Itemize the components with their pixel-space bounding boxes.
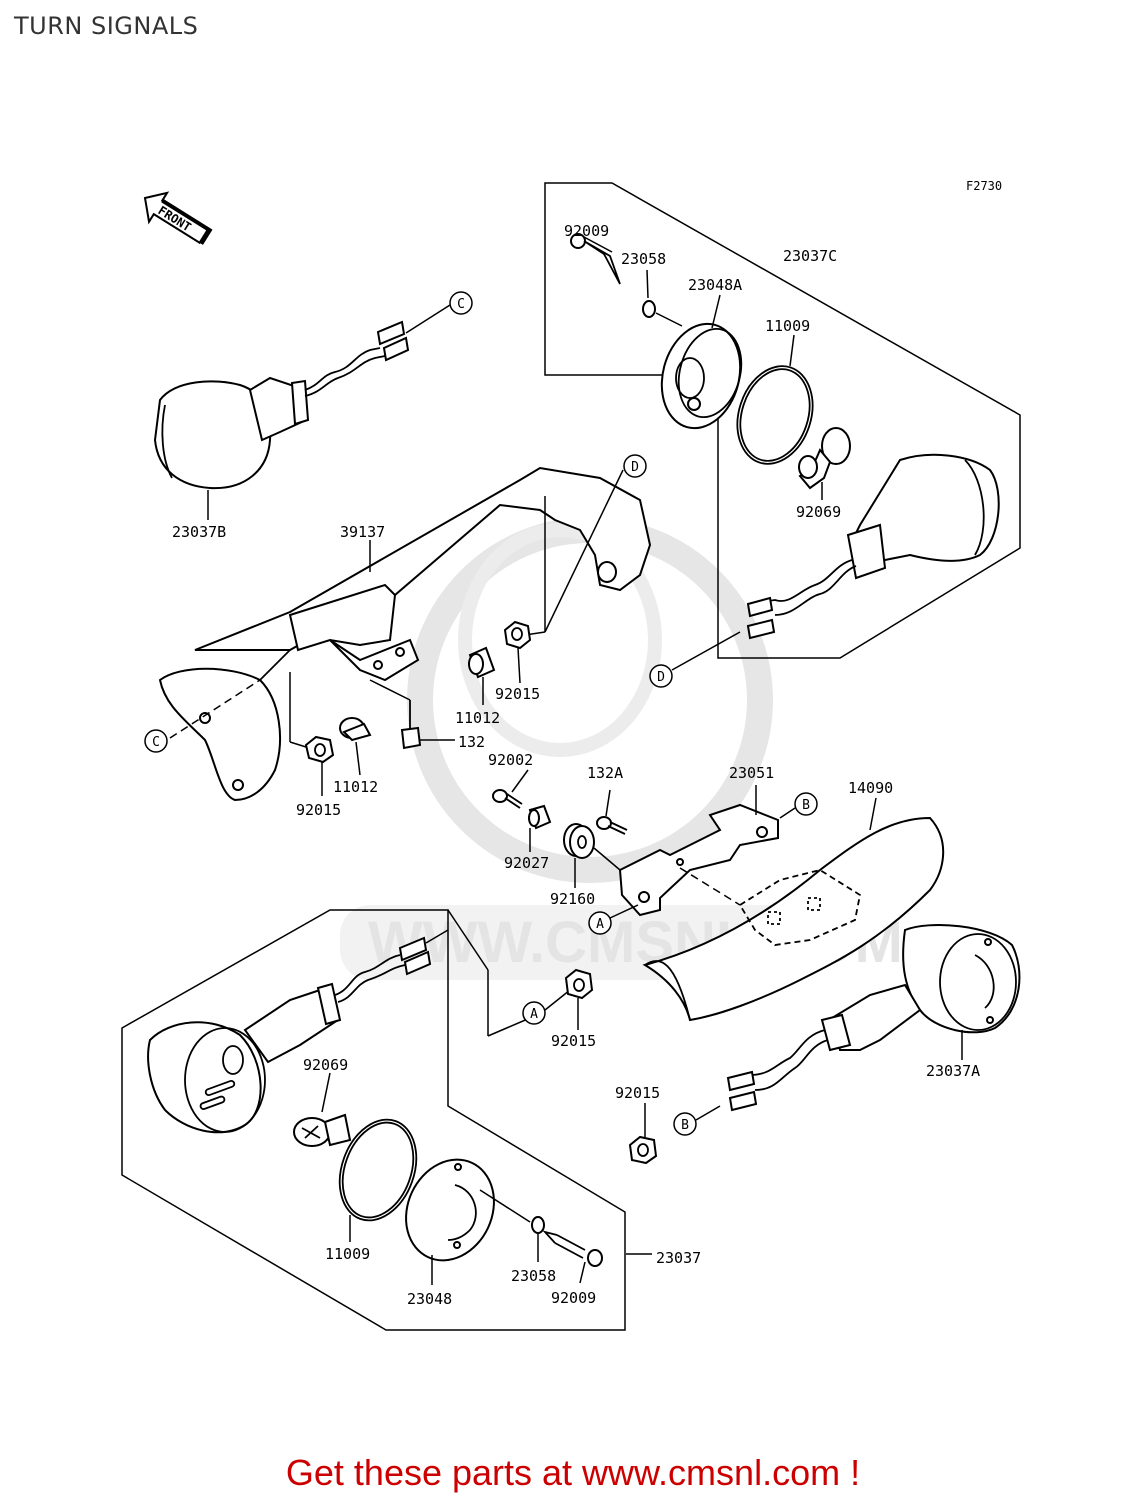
part-label: 14090 xyxy=(848,779,893,797)
oring-11009-bottom xyxy=(338,1118,418,1222)
nut-92015-left xyxy=(304,735,335,764)
svg-text:D: D xyxy=(631,460,639,475)
part-label: 11012 xyxy=(455,709,500,727)
part-label: 92009 xyxy=(551,1289,596,1307)
part-label: 11012 xyxy=(333,778,378,796)
lens-23048A xyxy=(660,322,743,430)
turn-signal-23037B xyxy=(153,320,410,490)
callout-b-upper: B xyxy=(794,792,818,816)
part-label: 92069 xyxy=(796,503,841,521)
bolt-92002 xyxy=(492,789,523,809)
callout-d-bottom: D xyxy=(649,664,673,688)
part-label: 92015 xyxy=(495,685,540,703)
bushing-11012-left xyxy=(339,717,372,742)
washer-23058-top xyxy=(642,300,656,318)
part-label: 132 xyxy=(458,733,485,751)
bracket-23051 xyxy=(618,803,779,917)
svg-text:B: B xyxy=(802,798,810,813)
bulb-92069-top xyxy=(798,427,851,490)
svg-text:A: A xyxy=(530,1007,538,1022)
page-title: TURN SIGNALS xyxy=(14,12,199,40)
svg-text:A: A xyxy=(596,917,604,932)
svg-text:D: D xyxy=(657,670,665,685)
part-label: 23037B xyxy=(172,523,226,541)
part-label: 23037A xyxy=(926,1062,980,1080)
part-label: 23051 xyxy=(729,764,774,782)
part-label: 23048 xyxy=(407,1290,452,1308)
fender-14090 xyxy=(642,816,945,1022)
part-label: 23058 xyxy=(621,250,666,268)
part-label: 92015 xyxy=(551,1032,596,1050)
callout-a-lower: A xyxy=(522,1001,546,1025)
figure-code: F2730 xyxy=(966,179,1002,193)
svg-text:B: B xyxy=(681,1118,689,1133)
front-arrow-icon: FRONT xyxy=(143,191,213,245)
bulb-92069-bottom xyxy=(293,1113,352,1147)
part-label: 23048A xyxy=(688,276,742,294)
part-label: 92009 xyxy=(564,222,609,240)
part-label: 92015 xyxy=(296,801,341,819)
nut-92015-lower xyxy=(564,968,594,1000)
callout-d-top: D xyxy=(623,454,647,478)
bolt-132 xyxy=(400,700,422,750)
screw-92009-top xyxy=(570,233,621,285)
part-label: 92027 xyxy=(504,854,549,872)
part-label: 92160 xyxy=(550,890,595,908)
bracket-39137 xyxy=(158,466,652,802)
part-label: 11009 xyxy=(765,317,810,335)
turn-signal-23037C xyxy=(746,453,1000,640)
callout-a-upper: A xyxy=(588,911,612,935)
part-label: 92002 xyxy=(488,751,533,769)
nut-92015-right xyxy=(628,1135,658,1165)
part-label: 132A xyxy=(587,764,623,782)
turn-signal-23037A xyxy=(726,924,1021,1112)
part-label: 23037 xyxy=(656,1249,701,1267)
part-label: 23058 xyxy=(511,1267,556,1285)
screw-92009-bottom xyxy=(542,1230,603,1267)
svg-text:C: C xyxy=(457,297,465,312)
nut-92015-center xyxy=(503,620,532,650)
lens-23048 xyxy=(405,1158,495,1262)
part-label: 11009 xyxy=(325,1245,370,1263)
part-label: 39137 xyxy=(340,523,385,541)
oring-11009-top xyxy=(736,365,814,465)
part-label: 23037C xyxy=(783,247,837,265)
get-parts-link[interactable]: Get these parts at www.cmsnl.com ! xyxy=(285,1452,861,1493)
part-label: 92069 xyxy=(303,1056,348,1074)
callout-c-left: C xyxy=(144,729,168,753)
damper-92160 xyxy=(563,823,595,859)
callout-b-lower: B xyxy=(673,1112,697,1136)
callout-c-top: C xyxy=(449,291,473,315)
part-label: 92015 xyxy=(615,1084,660,1102)
turn-signal-23037 xyxy=(147,936,432,1134)
bolt-132A xyxy=(596,816,628,835)
svg-text:C: C xyxy=(152,735,160,750)
washer-23058-bottom xyxy=(531,1216,545,1234)
exploded-parts-diagram: WWW.CMSNL.COM F2730 FRONT xyxy=(121,179,1021,1331)
